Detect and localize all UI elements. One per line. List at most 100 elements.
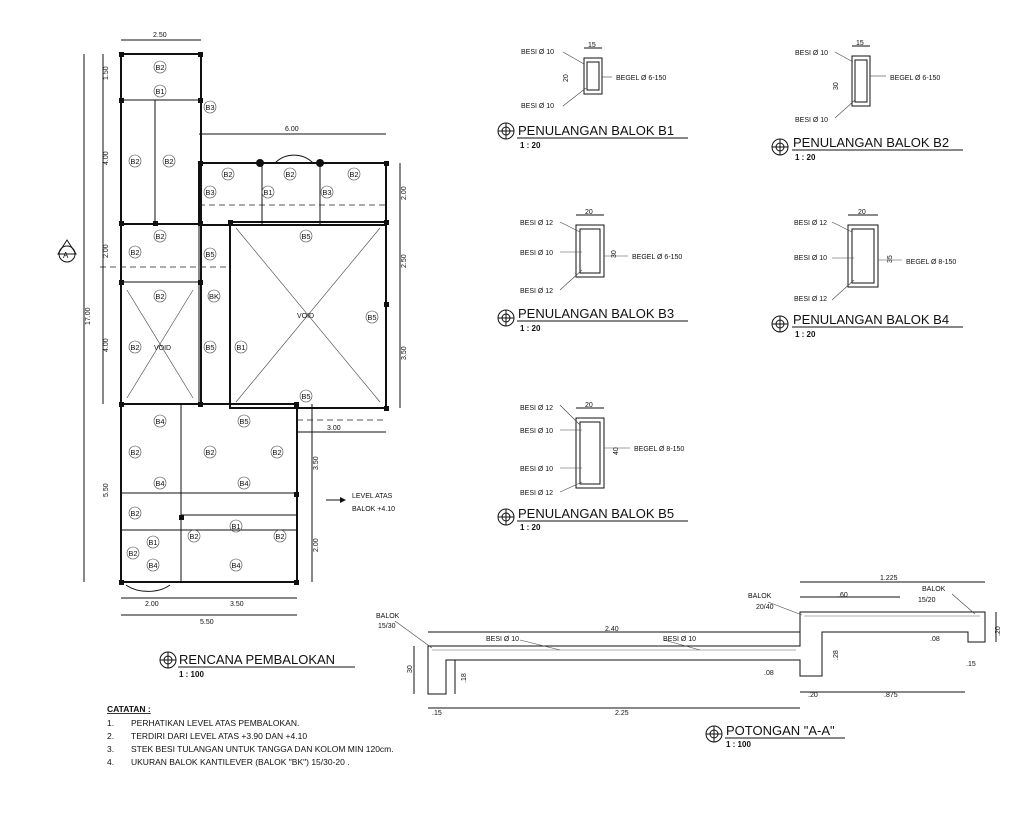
b2-begel: BEGEL Ø 6-150 (890, 75, 940, 82)
b3-besi-bot: BESI Ø 12 (520, 288, 553, 295)
sec-balok-mid: BALOK (748, 593, 772, 600)
sec-dim-28: .28 (833, 650, 840, 660)
notes-heading: CATATAN : (107, 704, 151, 714)
b4-scale: 1 : 20 (795, 330, 816, 339)
svg-text:B5: B5 (239, 417, 248, 426)
b3-besi-mid: BESI Ø 10 (520, 250, 553, 257)
svg-text:B4: B4 (231, 561, 240, 570)
b4-besi-top: BESI Ø 12 (794, 220, 827, 227)
svg-text:B2: B2 (130, 343, 139, 352)
svg-text:B2: B2 (349, 170, 358, 179)
sec-dim-18: .18 (461, 673, 468, 683)
b5-besi-2: BESI Ø 10 (520, 428, 553, 435)
b3-begel: BEGEL Ø 6-150 (632, 254, 682, 261)
svg-text:B1: B1 (148, 538, 157, 547)
dim-600: 6.00 (285, 126, 299, 133)
svg-text:B2: B2 (285, 170, 294, 179)
sec-dim-08b: .08 (930, 636, 940, 643)
b2-besi-top: BESI Ø 10 (795, 50, 828, 57)
svg-text:B1: B1 (236, 343, 245, 352)
svg-text:B4: B4 (155, 417, 164, 426)
b2-besi-bot: BESI Ø 10 (795, 117, 828, 124)
svg-text:B2: B2 (189, 532, 198, 541)
section-scale: 1 : 100 (726, 740, 751, 749)
svg-text:B5: B5 (205, 343, 214, 352)
dim-1700: 17.00 (85, 307, 92, 325)
sec-dim-1225: 1.225 (880, 575, 898, 582)
note-3-num: 3. (107, 744, 114, 754)
dim-550: 5.50 (103, 483, 110, 497)
svg-text:B2: B2 (272, 448, 281, 457)
b5-scale: 1 : 20 (520, 523, 541, 532)
dim-400b: 4.00 (103, 338, 110, 352)
b4-besi-bot: BESI Ø 12 (794, 296, 827, 303)
b1-height: 20 (563, 74, 570, 82)
void-label-left: VOID (154, 345, 171, 352)
sec-balok-right: BALOK (922, 586, 946, 593)
detail-b2: 15 30 BESI Ø 10 BESI Ø 10 BEGEL Ø 6-150 … (771, 40, 963, 162)
dim-300: 3.00 (327, 425, 341, 432)
sec-dim-240: 2.40 (605, 626, 619, 633)
b5-besi-4: BESI Ø 12 (520, 490, 553, 497)
svg-text:BK: BK (209, 292, 219, 301)
b3-scale: 1 : 20 (520, 324, 541, 333)
svg-text:B1: B1 (155, 87, 164, 96)
sec-dim-225: 2.25 (615, 710, 629, 717)
sec-besi-b: BESI Ø 10 (663, 636, 696, 643)
dim-200c: 2.00 (313, 538, 320, 552)
note-1-num: 1. (107, 718, 114, 728)
detail-b1: 15 20 BESI Ø 10 BESI Ø 10 BEGEL Ø 6-150 … (497, 42, 688, 150)
b1-scale: 1 : 20 (520, 141, 541, 150)
b4-besi-mid: BESI Ø 10 (794, 255, 827, 262)
dim-400a: 4.00 (103, 151, 110, 165)
sec-balok-left: BALOK (376, 613, 400, 620)
b1-begel: BEGEL Ø 6-150 (616, 75, 666, 82)
section-a-a: BALOK 15/30 BALOK 20/40 BALOK 15/20 BESI… (376, 575, 1002, 749)
b4-begel: BEGEL Ø 8-150 (906, 259, 956, 266)
b3-title: PENULANGAN BALOK B3 (518, 306, 674, 321)
svg-text:B2: B2 (155, 63, 164, 72)
b5-width: 20 (585, 402, 593, 409)
level-note-2: BALOK +4.10 (352, 506, 395, 513)
sec-dim-30: 30 (407, 665, 414, 673)
detail-b4: 20 35 BESI Ø 12 BESI Ø 10 BESI Ø 12 BEGE… (771, 209, 963, 339)
svg-text:B2: B2 (155, 232, 164, 241)
svg-text:B3: B3 (205, 103, 214, 112)
section-marker-a: A (63, 251, 69, 260)
b2-height: 30 (833, 82, 840, 90)
svg-text:B5: B5 (301, 232, 310, 241)
dim-bot-550: 5.50 (200, 619, 214, 626)
b1-besi-bot: BESI Ø 10 (521, 103, 554, 110)
b1-width: 15 (588, 42, 596, 49)
sec-dim-08a: .08 (764, 670, 774, 677)
svg-text:B5: B5 (367, 313, 376, 322)
sec-dim-20b: .20 (808, 692, 818, 699)
svg-text:B2: B2 (205, 448, 214, 457)
b5-besi-3: BESI Ø 10 (520, 466, 553, 473)
beam-plan: VOID VOID B2 B1 B3 B2 B2 B2 B2 B2 (57, 32, 408, 626)
svg-text:B1: B1 (231, 522, 240, 531)
note-4-text: UKURAN BALOK KANTILEVER (BALOK "BK") 15/… (131, 757, 350, 767)
note-4-num: 4. (107, 757, 114, 767)
svg-text:B5: B5 (301, 392, 310, 401)
sec-dim-15b: .15 (432, 710, 442, 717)
detail-b3: 20 30 BESI Ø 12 BESI Ø 10 BESI Ø 12 BEGE… (497, 209, 688, 333)
b2-width: 15 (856, 40, 864, 47)
dim-bot-350: 3.50 (230, 601, 244, 608)
b1-title: PENULANGAN BALOK B1 (518, 123, 674, 138)
svg-text:B1: B1 (263, 188, 272, 197)
plan-title-block: RENCANA PEMBALOKAN 1 : 100 (159, 651, 355, 679)
dim-200a: 2.00 (103, 244, 110, 258)
svg-text:B2: B2 (275, 532, 284, 541)
dim-150: 1.50 (103, 66, 110, 80)
void-label-right: VOID (297, 313, 314, 320)
sec-dim-875: .875 (884, 692, 898, 699)
svg-text:B4: B4 (155, 479, 164, 488)
svg-text:B2: B2 (130, 509, 139, 518)
svg-text:B2: B2 (130, 248, 139, 257)
sec-dim-60: .60 (838, 592, 848, 599)
dim-top-250: 2.50 (153, 32, 167, 39)
b3-height: 30 (611, 250, 618, 258)
dim-350b: 3.50 (313, 456, 320, 470)
